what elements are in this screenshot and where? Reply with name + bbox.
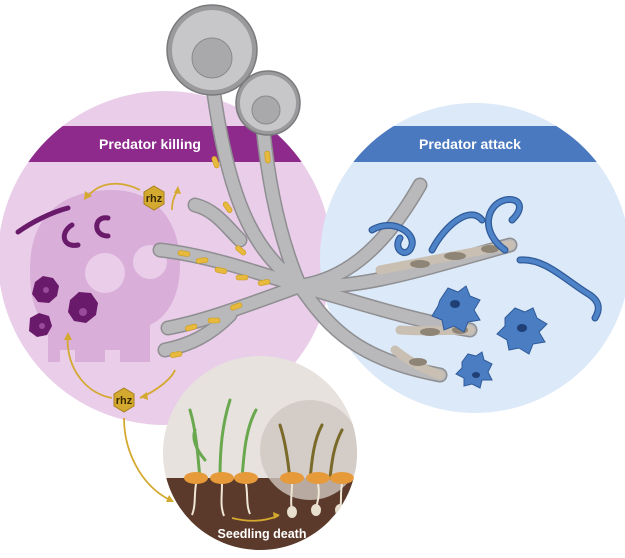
seedling-death-panel: Seedling death xyxy=(163,356,357,550)
svg-text:rhz: rhz xyxy=(146,193,163,205)
dead-nematodes xyxy=(15,205,111,248)
amoeba-nuclei xyxy=(450,300,527,378)
soil-arrowhead xyxy=(273,512,280,519)
sporangium-icon xyxy=(166,4,301,136)
fungal-hyphae xyxy=(152,72,518,383)
dead-amoebae xyxy=(29,276,98,337)
rhz-to-seedling-arrowhead xyxy=(166,495,174,502)
rhz-to-seedling-arrow xyxy=(123,417,171,501)
seeds xyxy=(184,472,354,484)
rot-halo xyxy=(260,400,357,500)
attack-title: Predator attack xyxy=(419,136,521,152)
svg-text:rhz: rhz xyxy=(116,395,133,407)
nematode-body xyxy=(369,197,601,321)
seedling-label: Seedling death xyxy=(218,527,307,541)
killing-title: Predator killing xyxy=(99,136,201,152)
rhz-badge-top: rhz xyxy=(143,185,165,211)
killing-arrowheads xyxy=(64,186,181,400)
rhz-badge-bottom: rhz xyxy=(113,387,135,413)
bacteria-icon xyxy=(169,150,271,358)
